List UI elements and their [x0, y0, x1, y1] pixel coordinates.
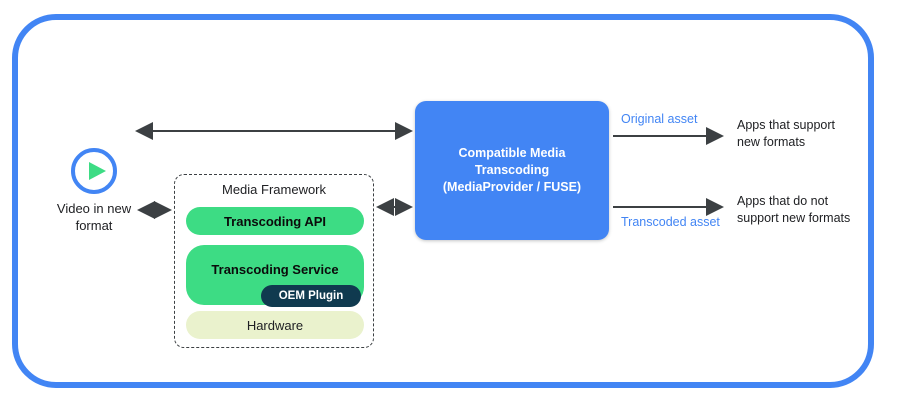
play-circle-icon [71, 148, 117, 194]
media-framework-group: Media Framework Transcoding API Transcod… [174, 174, 374, 348]
play-triangle-icon [89, 162, 106, 180]
oem-plugin-badge: OEM Plugin [261, 285, 361, 307]
supporting-apps-label: Apps that support new formats [737, 118, 835, 149]
transcoding-api-block: Transcoding API [186, 207, 364, 235]
compatible-media-transcoding-block: Compatible Media Transcoding (MediaProvi… [415, 101, 609, 240]
compatible-media-transcoding-label: Compatible Media Transcoding (MediaProvi… [442, 146, 582, 194]
video-source-label: Video in new format [56, 201, 132, 233]
original-asset-label: Original asset [621, 112, 698, 126]
transcoded-asset-label: Transcoded asset [621, 215, 720, 229]
nonsupporting-apps-label: Apps that do not support new formats [737, 194, 851, 225]
media-framework-title: Media Framework [221, 182, 327, 197]
hardware-block: Hardware [186, 311, 364, 339]
